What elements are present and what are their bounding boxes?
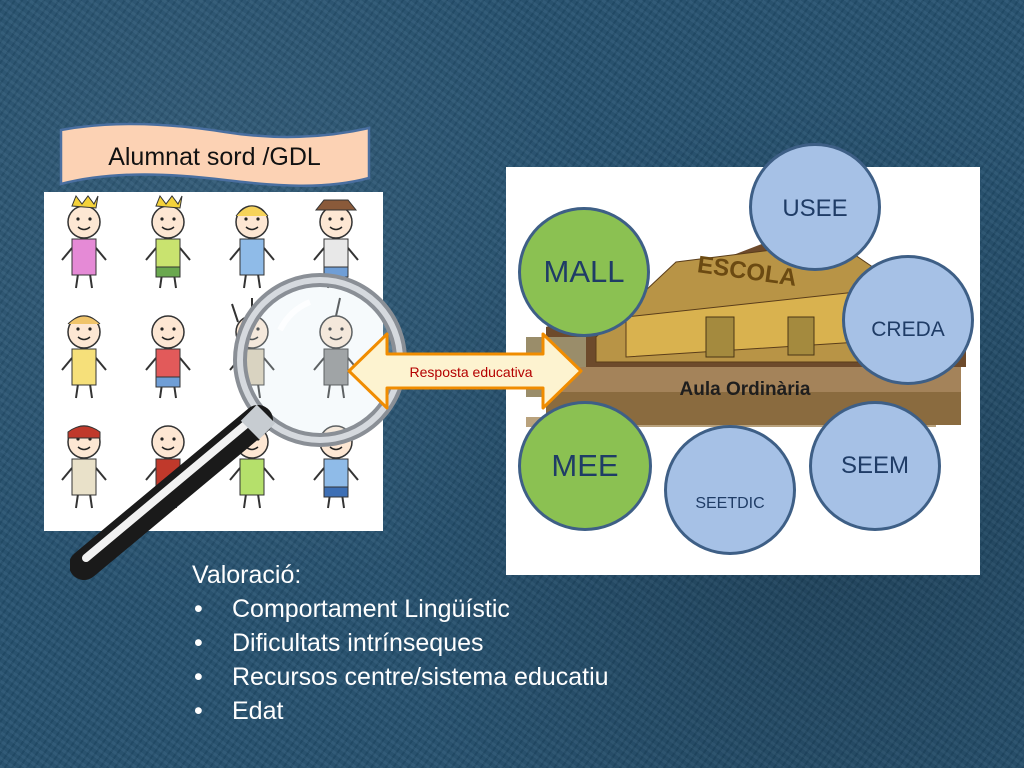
child-figure-icon <box>61 315 107 399</box>
circle-seem-label: SEEM <box>840 452 909 479</box>
aula-ordinaria-label: Aula Ordinària <box>679 379 811 400</box>
resposta-educativa-label: Resposta educativa <box>409 364 533 380</box>
child-figure-icon <box>229 425 275 509</box>
bullet-icon: • <box>194 697 203 725</box>
child-figure-icon <box>145 315 191 399</box>
child-figure-icon <box>61 425 107 509</box>
banner-title: Alumnat sord /GDL <box>108 142 321 171</box>
circle-creda: CREDA <box>842 255 974 385</box>
list-item-text: Recursos centre/sistema educatiu <box>232 663 609 691</box>
circle-mall-label: MALL <box>543 254 625 289</box>
bullet-icon: • <box>194 595 203 623</box>
list-item-text: Comportament Lingüístic <box>232 595 510 623</box>
bullet-icon: • <box>194 663 203 691</box>
children-grid <box>61 194 359 509</box>
circle-seem: SEEM <box>809 401 941 531</box>
circle-mee-label: MEE <box>551 448 619 483</box>
list-item: • Edat <box>192 694 609 728</box>
child-figure-icon <box>61 194 107 289</box>
list-item-text: Edat <box>232 697 284 725</box>
circle-creda-label: CREDA <box>871 318 945 341</box>
circle-usee-label: USEE <box>782 195 848 222</box>
magnifying-glass-icon <box>70 273 407 580</box>
list-item: • Dificultats intrínseques <box>192 626 609 660</box>
circle-mee: MEE <box>518 401 652 531</box>
list-item-text: Dificultats intrínseques <box>232 629 484 657</box>
circle-seetdic: SEETDIC <box>664 425 796 555</box>
child-figure-icon <box>313 425 359 509</box>
child-figure-icon <box>145 194 191 289</box>
list-item: • Recursos centre/sistema educatiu <box>192 660 609 694</box>
valoracio-section: Valoració: • Comportament Lingüístic • Dif… <box>192 558 609 728</box>
circle-usee: USEE <box>749 143 881 271</box>
list-item: • Comportament Lingüístic <box>192 592 609 626</box>
child-figure-icon <box>313 297 359 399</box>
double-arrow-icon <box>347 332 583 410</box>
child-figure-icon <box>229 205 275 289</box>
circle-seetdic-label: SEETDIC <box>695 495 765 512</box>
school-building-icon: ESCOLA <box>526 227 966 427</box>
valoracio-heading: Valoració: <box>192 561 302 589</box>
bullet-icon: • <box>194 629 203 657</box>
valoracio-list: • Comportament Lingüístic • Dificultats in… <box>192 592 609 728</box>
circle-mall: MALL <box>518 207 650 337</box>
title-banner <box>59 122 371 188</box>
child-figure-icon <box>313 199 359 289</box>
